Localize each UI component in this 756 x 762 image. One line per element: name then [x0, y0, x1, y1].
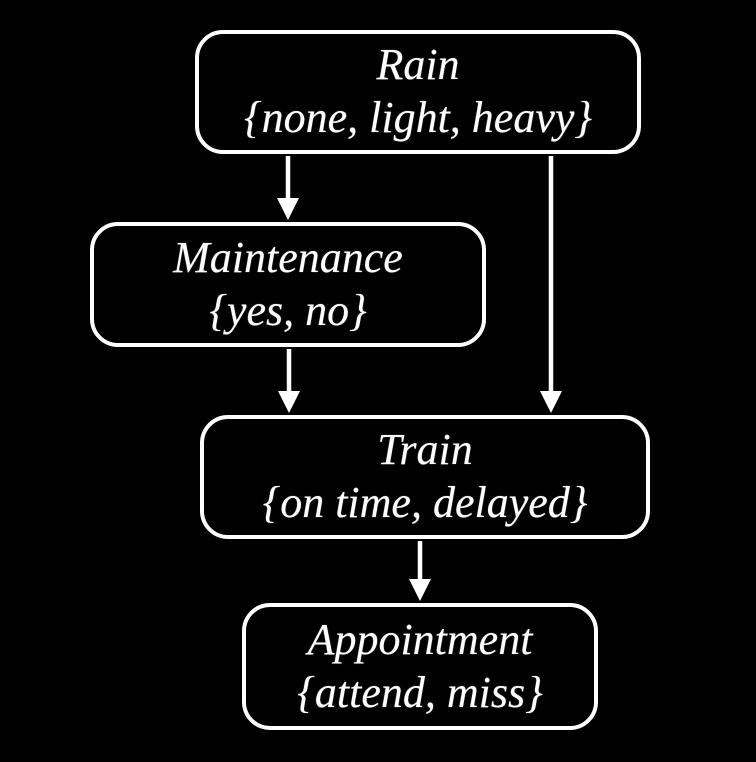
node-appointment-label: Appointment [307, 614, 533, 664]
edge-train-to-appointment-arrow [409, 541, 431, 601]
node-appointment: Appointment {attend, miss} [242, 603, 598, 730]
node-rain: Rain {none, light, heavy} [195, 30, 641, 154]
node-train-label: Train [377, 425, 473, 475]
edge-maintenance-to-train-arrow [278, 349, 300, 413]
node-train: Train {on time, delayed} [200, 415, 650, 539]
node-maintenance: Maintenance {yes, no} [90, 222, 486, 347]
node-maintenance-label: Maintenance [173, 232, 403, 282]
node-rain-label: Rain [376, 40, 460, 90]
node-maintenance-domain: {yes, no} [209, 285, 367, 335]
edge-rain-to-train-arrow [540, 156, 562, 413]
node-appointment-domain: {attend, miss} [297, 667, 543, 717]
node-train-domain: {on time, delayed} [262, 478, 588, 527]
node-rain-domain: {none, light, heavy} [244, 93, 592, 142]
edge-rain-to-maintenance-arrow [277, 156, 299, 220]
